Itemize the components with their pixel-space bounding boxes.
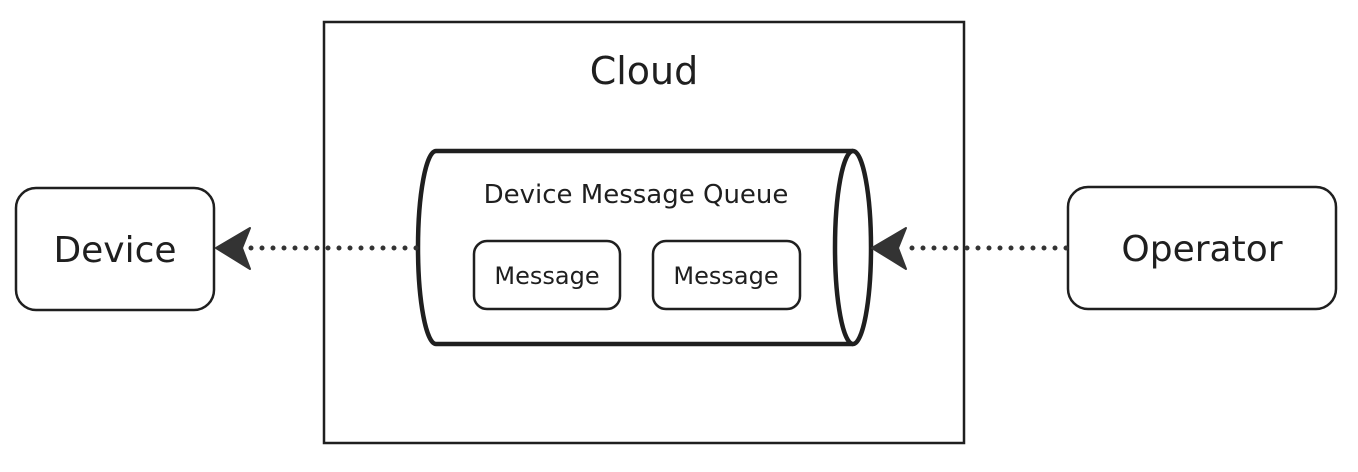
device-label: Device <box>53 230 176 271</box>
queue-cylinder-end <box>832 148 874 347</box>
operator-node: Operator <box>1066 185 1338 311</box>
message-label-2: Message <box>673 262 778 290</box>
edge-operator-to-queue <box>871 227 1069 270</box>
message-label-1: Message <box>494 262 599 290</box>
message-node-2: Message <box>651 239 802 311</box>
message-node-1: Message <box>472 239 622 311</box>
edge-queue-to-device <box>215 227 419 270</box>
arrowhead-left-icon <box>215 227 251 270</box>
arrowhead-left-icon <box>871 227 907 270</box>
cloud-label: Cloud <box>590 49 699 93</box>
device-box <box>14 186 216 312</box>
queue-label: Device Message Queue <box>484 180 789 210</box>
operator-label: Operator <box>1121 229 1282 270</box>
device-node: Device <box>14 186 216 312</box>
message-box-2 <box>651 239 802 311</box>
message-box-1 <box>472 239 622 311</box>
